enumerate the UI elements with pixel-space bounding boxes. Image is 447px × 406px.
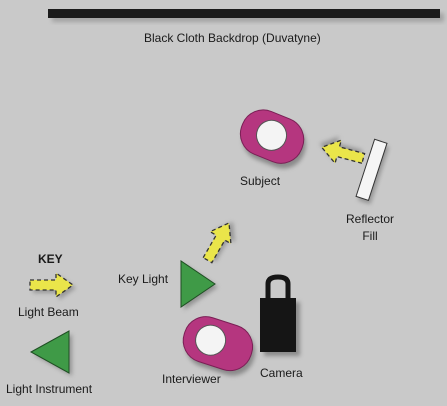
subject-figure <box>239 109 306 169</box>
legend-light-instrument-label: Light Instrument <box>6 382 93 396</box>
reflector-label-line1: Reflector <box>345 212 395 226</box>
reflector <box>355 138 389 205</box>
camera <box>260 274 300 356</box>
subject-label: Subject <box>240 174 281 188</box>
backdrop <box>48 9 444 22</box>
legend-light-beam-label: Light Beam <box>18 305 79 319</box>
legend-title: KEY <box>38 252 63 266</box>
reflector-label-line2: Fill <box>362 229 378 243</box>
key-light-instrument <box>180 260 218 310</box>
legend-light-beam-icon <box>29 271 76 300</box>
legend-light-instrument-icon <box>29 330 72 376</box>
interviewer-figure <box>182 316 256 376</box>
backdrop-label: Black Cloth Backdrop (Duvatyne) <box>144 31 321 45</box>
key-light-label: Key Light <box>118 272 169 286</box>
light-beam-fill <box>319 136 366 165</box>
interviewer-label: Interviewer <box>162 372 221 386</box>
reflector-label: Reflector Fill <box>340 212 400 243</box>
light-beam-key <box>202 221 235 264</box>
camera-label: Camera <box>260 366 303 380</box>
